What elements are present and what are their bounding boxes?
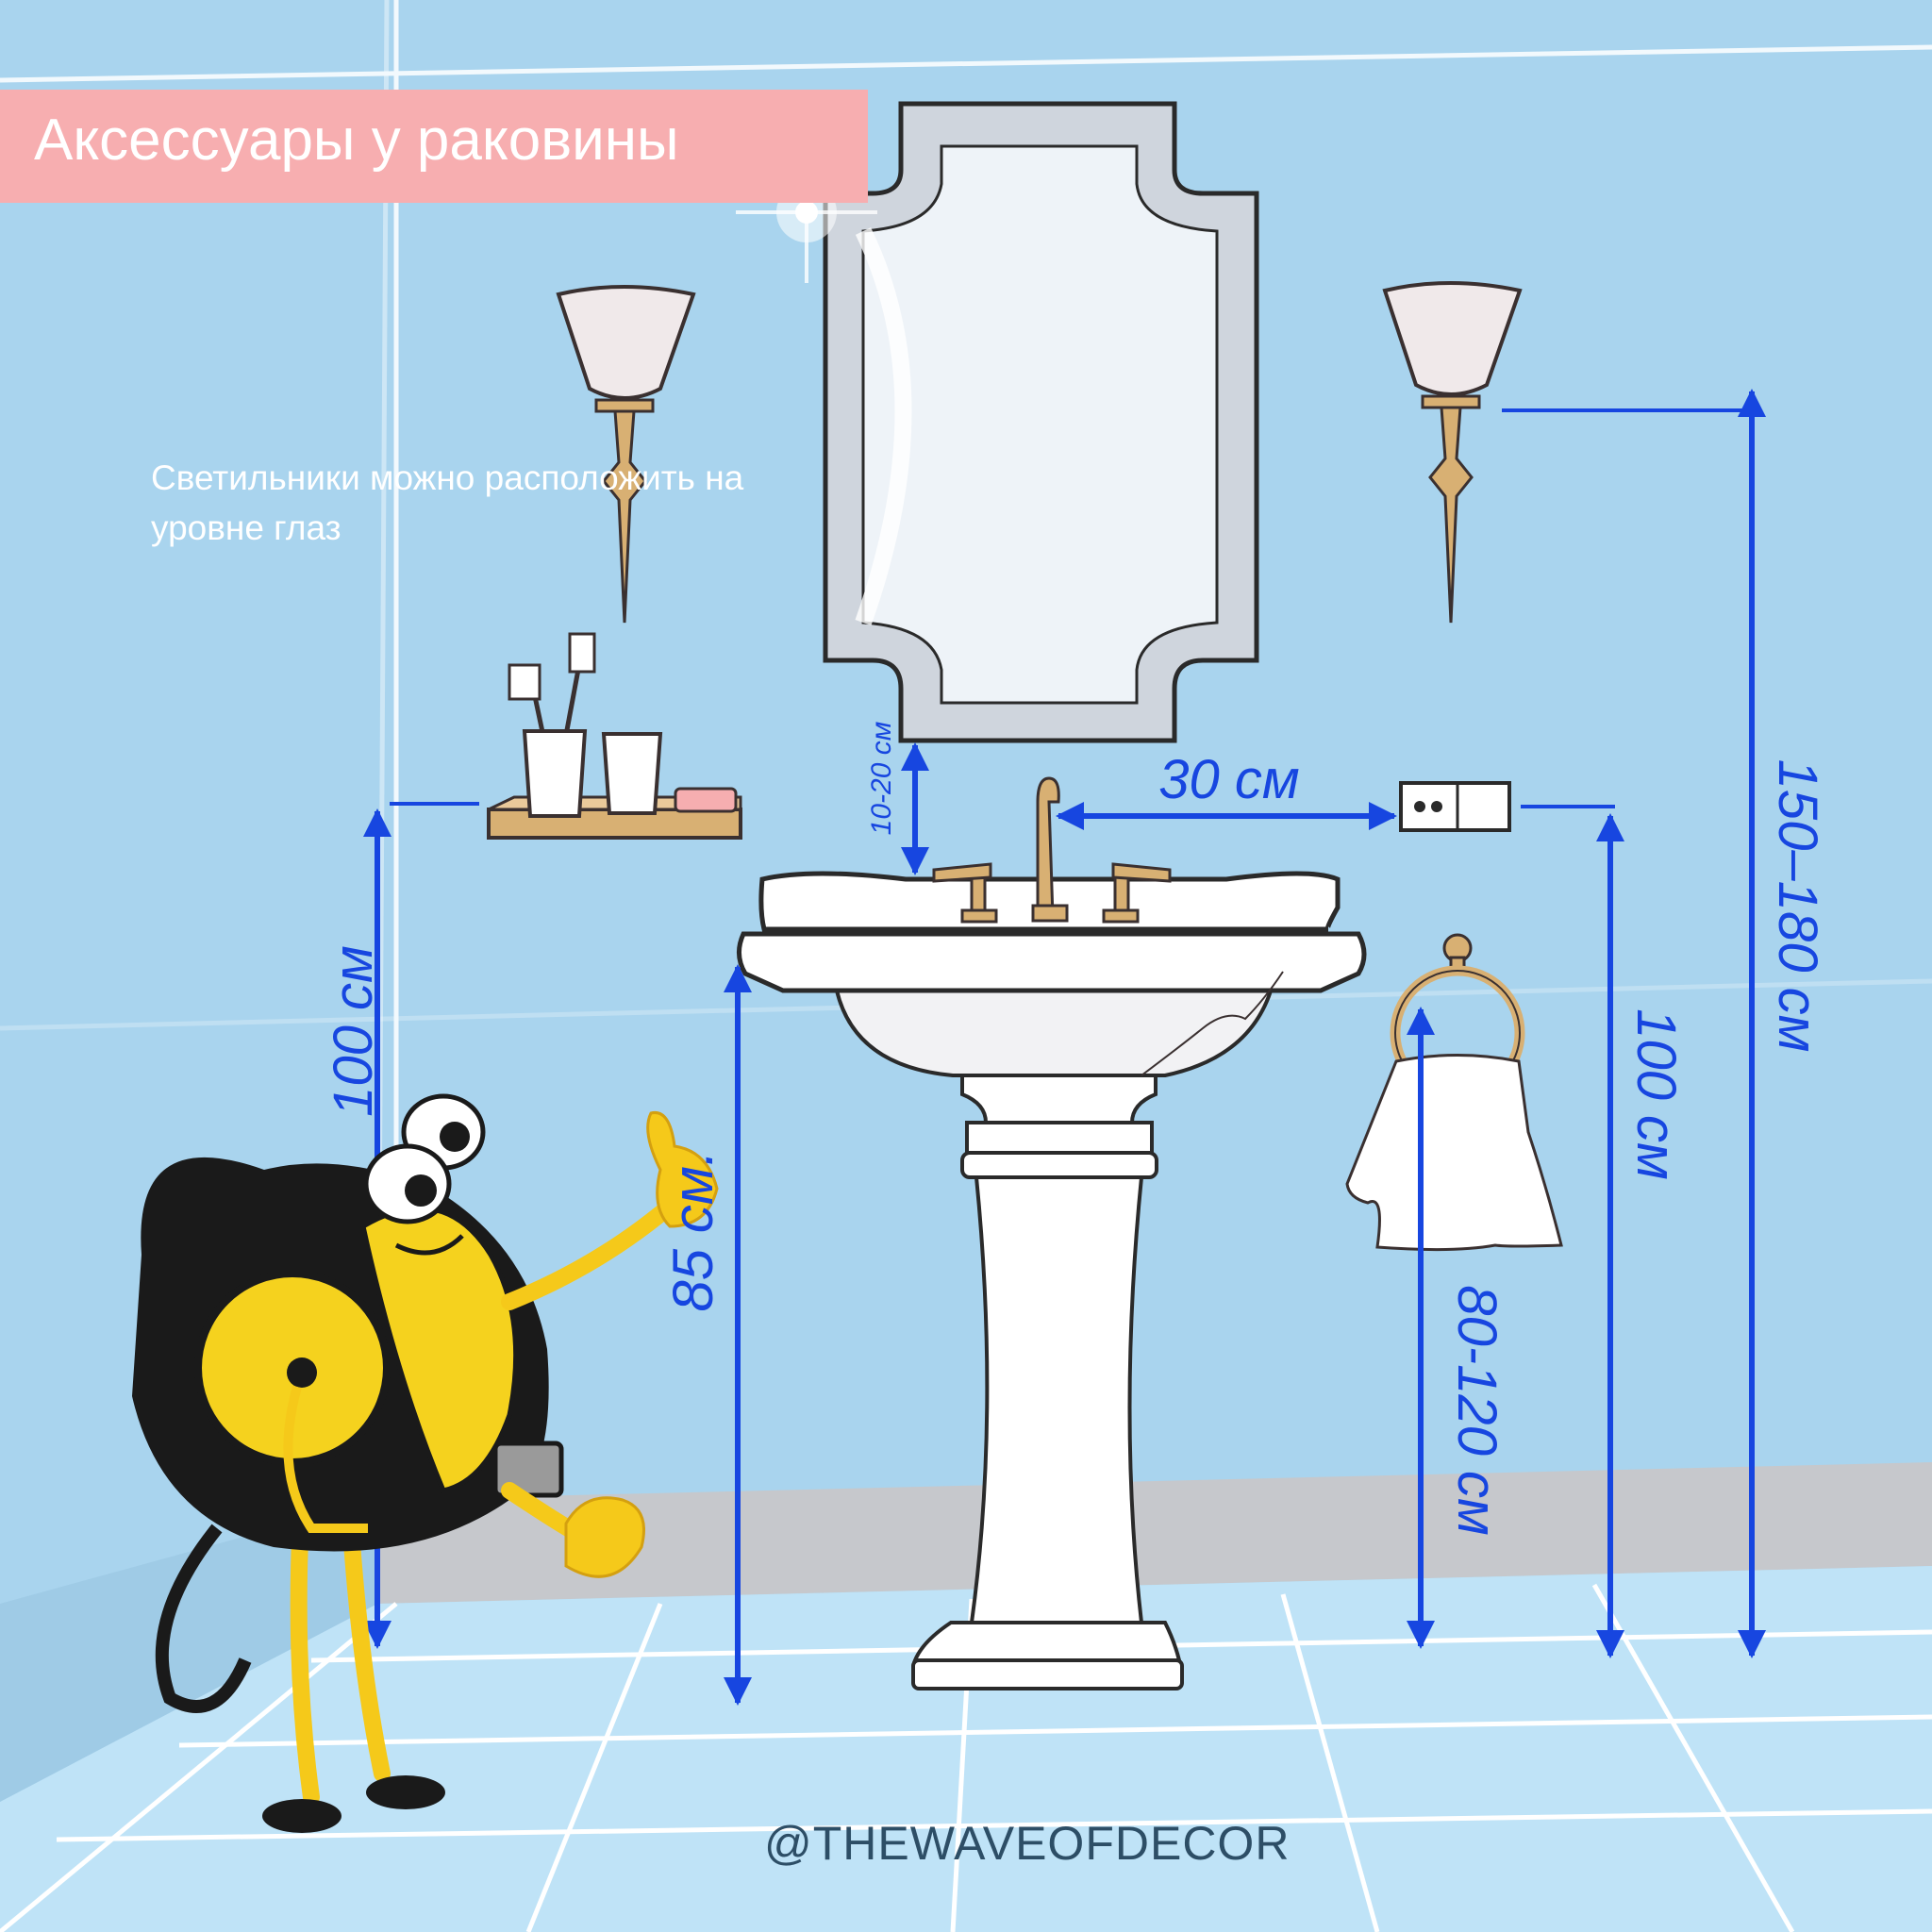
dimension-lines (363, 389, 1766, 1706)
mirror-icon (823, 101, 1259, 743)
tape-measure-mascot-icon (132, 1093, 719, 1833)
shelf-height-label: 100 см (323, 945, 384, 1117)
sconce-icon (556, 285, 696, 624)
sconce-note: Светильники можно расположить на уровне … (151, 458, 744, 547)
power-socket-icon (1399, 781, 1511, 832)
title-banner (0, 90, 868, 203)
sconce-height-label: 150–180 см (1767, 758, 1828, 1053)
faucet-socket-label: 30 см (1158, 749, 1300, 810)
socket-height-label: 100 см (1625, 1008, 1687, 1180)
page-title: Аксессуары у раковины (34, 108, 679, 173)
towel-icon (1345, 1054, 1563, 1252)
towel-ring-height-label: 80-120 см (1446, 1285, 1507, 1536)
cup-icon (601, 732, 663, 815)
left-wall-corner (0, 1500, 377, 1802)
faucet-icon (932, 776, 1172, 924)
artist-signature (1141, 971, 1284, 1076)
floor-tile-lines (0, 1583, 1932, 1932)
toothbrush-cup-icon (508, 632, 596, 818)
sconce-icon (1382, 281, 1523, 624)
sink-height-label: 85 см. (661, 1150, 724, 1312)
baseboard (377, 1462, 1932, 1604)
soap-icon (674, 787, 738, 813)
mirror-gap-label: 10-20 см (866, 721, 897, 836)
watermark: @THEWAVEOFDECOR (764, 1817, 1291, 1870)
